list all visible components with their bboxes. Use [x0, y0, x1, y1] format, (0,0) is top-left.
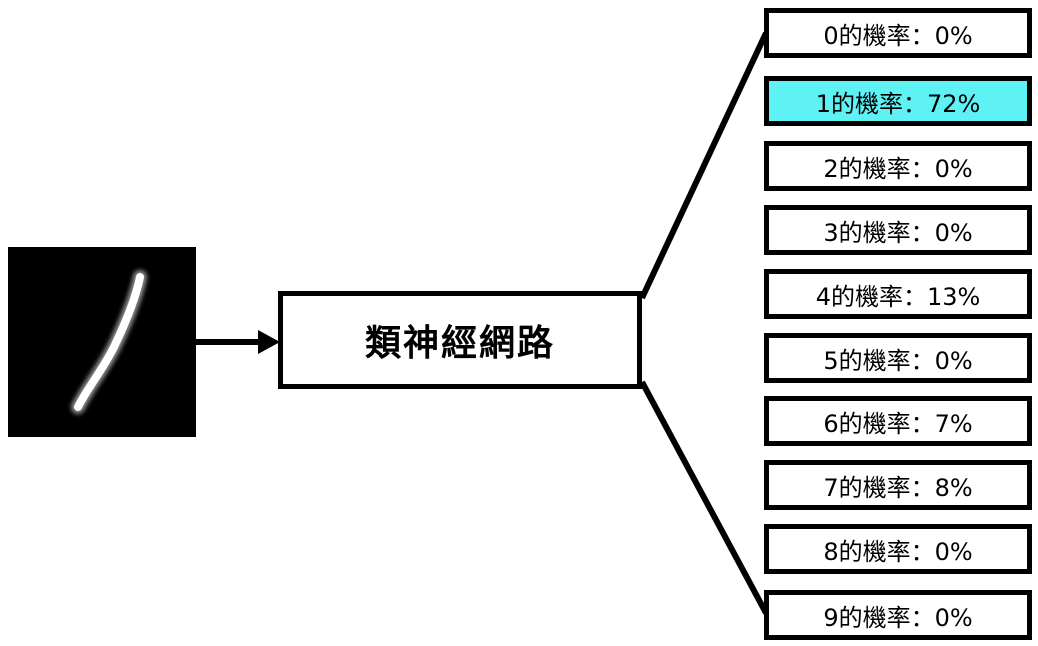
- probability-label-4: 4的機率：13%: [815, 282, 981, 311]
- probability-label-6: 6的機率：7%: [823, 409, 973, 438]
- probability-box-0: 0的機率：0%: [764, 8, 1032, 58]
- handwritten-digit-one-icon: [71, 270, 147, 414]
- probability-label-3: 3的機率：0%: [823, 218, 973, 247]
- input-digit-image: [8, 247, 196, 437]
- probability-box-1: 1的機率：72%: [764, 76, 1032, 126]
- fan-out-line-top: [639, 31, 769, 300]
- neural-network-label: 類神經網路: [364, 323, 555, 364]
- probability-label-7: 7的機率：8%: [823, 473, 973, 502]
- probability-box-5: 5的機率：0%: [764, 333, 1032, 383]
- probability-label-2: 2的機率：0%: [823, 154, 973, 183]
- probability-box-8: 8的機率：0%: [764, 524, 1032, 574]
- probability-box-6: 6的機率：7%: [764, 396, 1032, 446]
- probability-label-0: 0的機率：0%: [823, 21, 973, 50]
- probability-label-5: 5的機率：0%: [823, 346, 973, 375]
- probability-box-2: 2的機率：0%: [764, 141, 1032, 191]
- probability-box-9: 9的機率：0%: [764, 590, 1032, 640]
- probability-box-3: 3的機率：0%: [764, 205, 1032, 255]
- neural-network-box: 類神經網路: [278, 291, 642, 389]
- input-arrowhead: [258, 330, 280, 354]
- probability-label-8: 8的機率：0%: [823, 537, 973, 566]
- probability-label-1: 1的機率：72%: [815, 89, 981, 118]
- probability-box-7: 7的機率：8%: [764, 460, 1032, 510]
- probability-box-4: 4的機率：13%: [764, 269, 1032, 319]
- fan-out-line-bottom: [639, 380, 769, 615]
- probability-label-9: 9的機率：0%: [823, 603, 973, 632]
